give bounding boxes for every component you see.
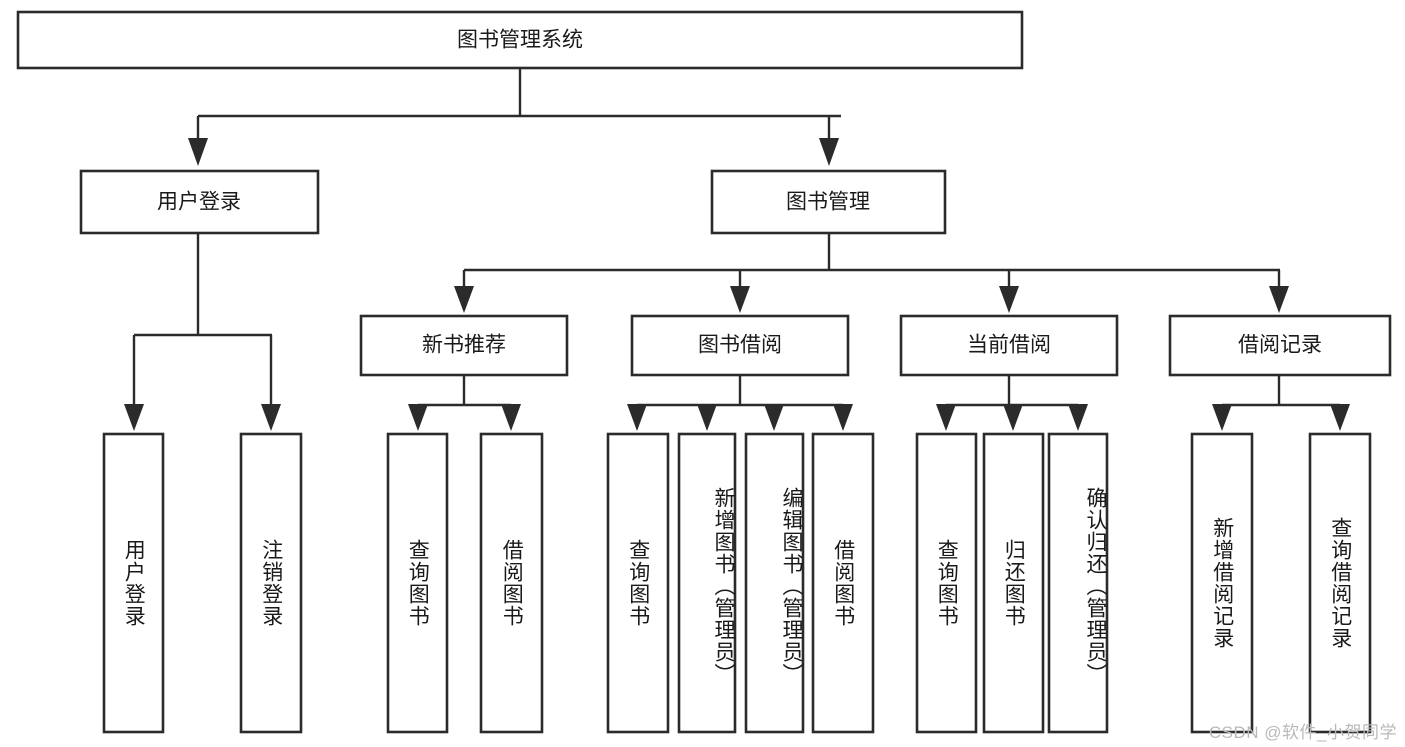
node-book-management[interactable]: 图书管理 xyxy=(710,169,947,235)
node-leaf-query-book-borrow-box[interactable] xyxy=(606,432,670,734)
node-book-borrow[interactable]: 图书借阅 xyxy=(630,314,850,377)
node-book-borrow-label: 图书借阅 xyxy=(698,334,782,357)
leaf-boxes xyxy=(102,432,1372,734)
arrow-head-book-borrow xyxy=(730,286,750,313)
node-leaf-edit-book-admin-label: 编辑图书（管理员） xyxy=(780,487,803,685)
connector-group-borrow-records xyxy=(1212,375,1350,431)
arrow-head-leaf-query-book-borrow xyxy=(627,404,647,431)
node-leaf-query-book-borrow-label: 查询图书 xyxy=(626,539,650,627)
arrow-head-user-login xyxy=(188,138,208,166)
connector-group-book-borrow xyxy=(627,375,853,431)
node-leaf-confirm-return-admin-box[interactable] xyxy=(1047,432,1109,734)
node-leaf-query-book-current-box[interactable] xyxy=(915,432,978,734)
node-leaf-query-borrow-record-box[interactable] xyxy=(1308,432,1372,734)
connector-group-book-management xyxy=(454,233,1289,313)
node-borrow-records[interactable]: 借阅记录 xyxy=(1168,314,1392,377)
node-leaf-query-book-current-label: 查询图书 xyxy=(935,539,959,627)
arrow-head-leaf-borrow-book-recommend xyxy=(501,404,521,431)
arrow-head-leaf-query-borrow-record xyxy=(1330,404,1350,431)
node-leaf-add-borrow-record-box[interactable] xyxy=(1190,432,1254,734)
node-leaf-query-book-recommend-box[interactable] xyxy=(386,432,449,734)
node-borrow-records-label: 借阅记录 xyxy=(1238,334,1322,357)
node-leaf-borrow-book-box[interactable] xyxy=(811,432,875,734)
node-user-login-box[interactable] xyxy=(79,169,320,235)
arrow-head-leaf-logout-login xyxy=(261,404,281,431)
node-leaf-add-book-admin-box[interactable] xyxy=(677,432,737,734)
arrow-head-book-management xyxy=(819,138,839,166)
node-leaf-edit-book-admin-box[interactable] xyxy=(744,432,805,734)
arrow-head-leaf-user-login xyxy=(124,404,144,431)
node-root-box[interactable] xyxy=(16,10,1024,70)
connector-group-user-login xyxy=(124,233,281,431)
csdn-watermark: CSDN @软件_小贺同学 xyxy=(1208,723,1397,742)
node-user-login-label: 用户登录 xyxy=(157,191,241,214)
node-leaf-add-book-admin-label: 新增图书（管理员） xyxy=(712,487,735,685)
node-leaf-user-login-box[interactable] xyxy=(102,432,165,734)
node-leaf-confirm-return-admin-label: 确认归还（管理员） xyxy=(1084,487,1107,685)
connector-group-root xyxy=(188,68,841,166)
node-leaf-logout-login-label: 注销登录 xyxy=(259,539,283,627)
node-leaf-return-book-box[interactable] xyxy=(982,432,1045,734)
node-leaf-borrow-book-label: 借阅图书 xyxy=(831,539,855,627)
arrow-head-leaf-query-book-current xyxy=(936,404,956,431)
node-leaf-add-borrow-record-label: 新增借阅记录 xyxy=(1210,517,1234,649)
node-book-management-box[interactable] xyxy=(710,169,947,235)
node-leaf-borrow-book-recommend-box[interactable] xyxy=(479,432,544,734)
node-book-management-label: 图书管理 xyxy=(786,191,870,214)
arrow-head-leaf-add-borrow-record xyxy=(1212,404,1232,431)
connector-group-current-borrow xyxy=(936,375,1088,431)
node-root-label: 图书管理系统 xyxy=(457,29,583,52)
node-leaf-borrow-book-recommend-label: 借阅图书 xyxy=(500,539,524,627)
node-new-book-recommend[interactable]: 新书推荐 xyxy=(359,314,569,377)
node-leaf-query-borrow-record-label: 查询借阅记录 xyxy=(1328,517,1352,649)
node-borrow-records-box[interactable] xyxy=(1168,314,1392,377)
node-user-login[interactable]: 用户登录 xyxy=(79,169,320,235)
arrow-head-leaf-query-book-recommend xyxy=(408,404,428,431)
node-leaf-query-book-recommend-label: 查询图书 xyxy=(406,539,430,627)
node-leaf-logout-login-box[interactable] xyxy=(239,432,303,734)
node-root[interactable]: 图书管理系统 xyxy=(16,10,1024,70)
node-current-borrow[interactable]: 当前借阅 xyxy=(899,314,1119,377)
node-leaf-return-book-label: 归还图书 xyxy=(1002,539,1026,627)
node-new-book-recommend-label: 新书推荐 xyxy=(422,334,506,357)
arrow-head-leaf-confirm-return-admin xyxy=(1068,404,1088,431)
node-current-borrow-label: 当前借阅 xyxy=(967,334,1051,357)
arrow-head-leaf-borrow-book xyxy=(833,404,853,431)
arrow-head-leaf-add-book-admin xyxy=(697,404,717,431)
node-book-borrow-box[interactable] xyxy=(630,314,850,377)
node-new-book-recommend-box[interactable] xyxy=(359,314,569,377)
arrow-head-current-borrow xyxy=(999,286,1019,313)
arrow-head-leaf-edit-book-admin xyxy=(764,404,784,431)
arrow-head-leaf-return-book xyxy=(1003,404,1023,431)
connector-group-new-book-recommend xyxy=(408,375,521,431)
node-current-borrow-box[interactable] xyxy=(899,314,1119,377)
arrow-head-borrow-records xyxy=(1269,286,1289,313)
arrow-head-new-book-recommend xyxy=(454,286,474,313)
node-leaf-user-login-label: 用户登录 xyxy=(122,539,146,627)
